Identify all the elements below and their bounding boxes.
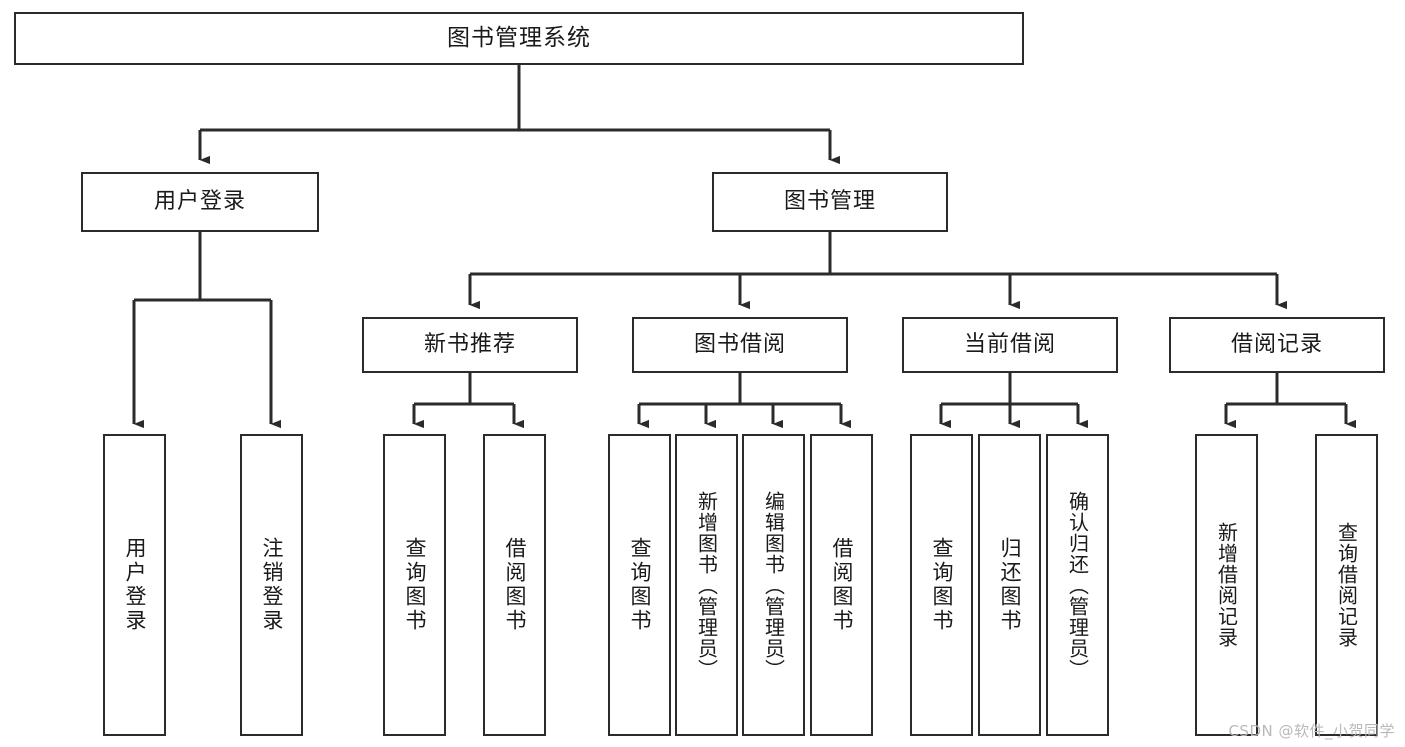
node-new-book-recommend[interactable]: 新书推荐 xyxy=(362,317,578,373)
node-label: 查询借阅记录 xyxy=(1334,522,1359,648)
node-label: 新增图书（管理员） xyxy=(694,490,719,680)
node-label: 新书推荐 xyxy=(423,331,516,357)
node-leaf-query-book-recommend[interactable]: 查询图书 xyxy=(383,434,446,736)
node-borrow-record[interactable]: 借阅记录 xyxy=(1169,317,1385,373)
node-label: 新增借阅记录 xyxy=(1214,522,1239,648)
node-label: 图书管理 xyxy=(783,188,876,214)
node-leaf-query-book-current[interactable]: 查询图书 xyxy=(910,434,973,736)
node-leaf-add-borrow-record[interactable]: 新增借阅记录 xyxy=(1195,434,1258,736)
node-label: 确认归还（管理员） xyxy=(1065,490,1090,680)
node-label: 图书管理系统 xyxy=(447,24,591,51)
node-label: 查询图书 xyxy=(628,537,652,633)
node-leaf-edit-book-admin[interactable]: 编辑图书（管理员） xyxy=(742,434,805,736)
node-label: 注销登录 xyxy=(260,537,284,633)
node-leaf-borrow-book[interactable]: 借阅图书 xyxy=(810,434,873,736)
node-label: 查询图书 xyxy=(403,537,427,633)
watermark-text: CSDN @软件_小贺同学 xyxy=(1228,722,1395,740)
node-leaf-logout[interactable]: 注销登录 xyxy=(240,434,303,736)
node-current-borrow[interactable]: 当前借阅 xyxy=(902,317,1118,373)
node-leaf-query-borrow-record[interactable]: 查询借阅记录 xyxy=(1315,434,1378,736)
node-book-management[interactable]: 图书管理 xyxy=(712,172,948,232)
node-label: 当前借阅 xyxy=(963,331,1056,357)
node-leaf-return-book[interactable]: 归还图书 xyxy=(978,434,1041,736)
node-leaf-query-book-borrow[interactable]: 查询图书 xyxy=(608,434,671,736)
node-label: 编辑图书（管理员） xyxy=(761,490,786,680)
node-user-login[interactable]: 用户登录 xyxy=(81,172,319,232)
node-label: 图书借阅 xyxy=(693,331,786,357)
node-book-borrow[interactable]: 图书借阅 xyxy=(632,317,848,373)
node-label: 用户登录 xyxy=(123,537,147,633)
node-label: 用户登录 xyxy=(153,188,246,214)
node-label: 查询图书 xyxy=(930,537,954,633)
node-book-management-system[interactable]: 图书管理系统 xyxy=(14,12,1024,65)
node-label: 借阅记录 xyxy=(1230,331,1323,357)
node-label: 借阅图书 xyxy=(503,537,527,633)
node-leaf-borrow-book-recommend[interactable]: 借阅图书 xyxy=(483,434,546,736)
node-label: 借阅图书 xyxy=(830,537,854,633)
node-leaf-user-login[interactable]: 用户登录 xyxy=(103,434,166,736)
node-leaf-confirm-return-admin[interactable]: 确认归还（管理员） xyxy=(1046,434,1109,736)
node-label: 归还图书 xyxy=(998,537,1022,633)
node-leaf-add-book-admin[interactable]: 新增图书（管理员） xyxy=(675,434,738,736)
